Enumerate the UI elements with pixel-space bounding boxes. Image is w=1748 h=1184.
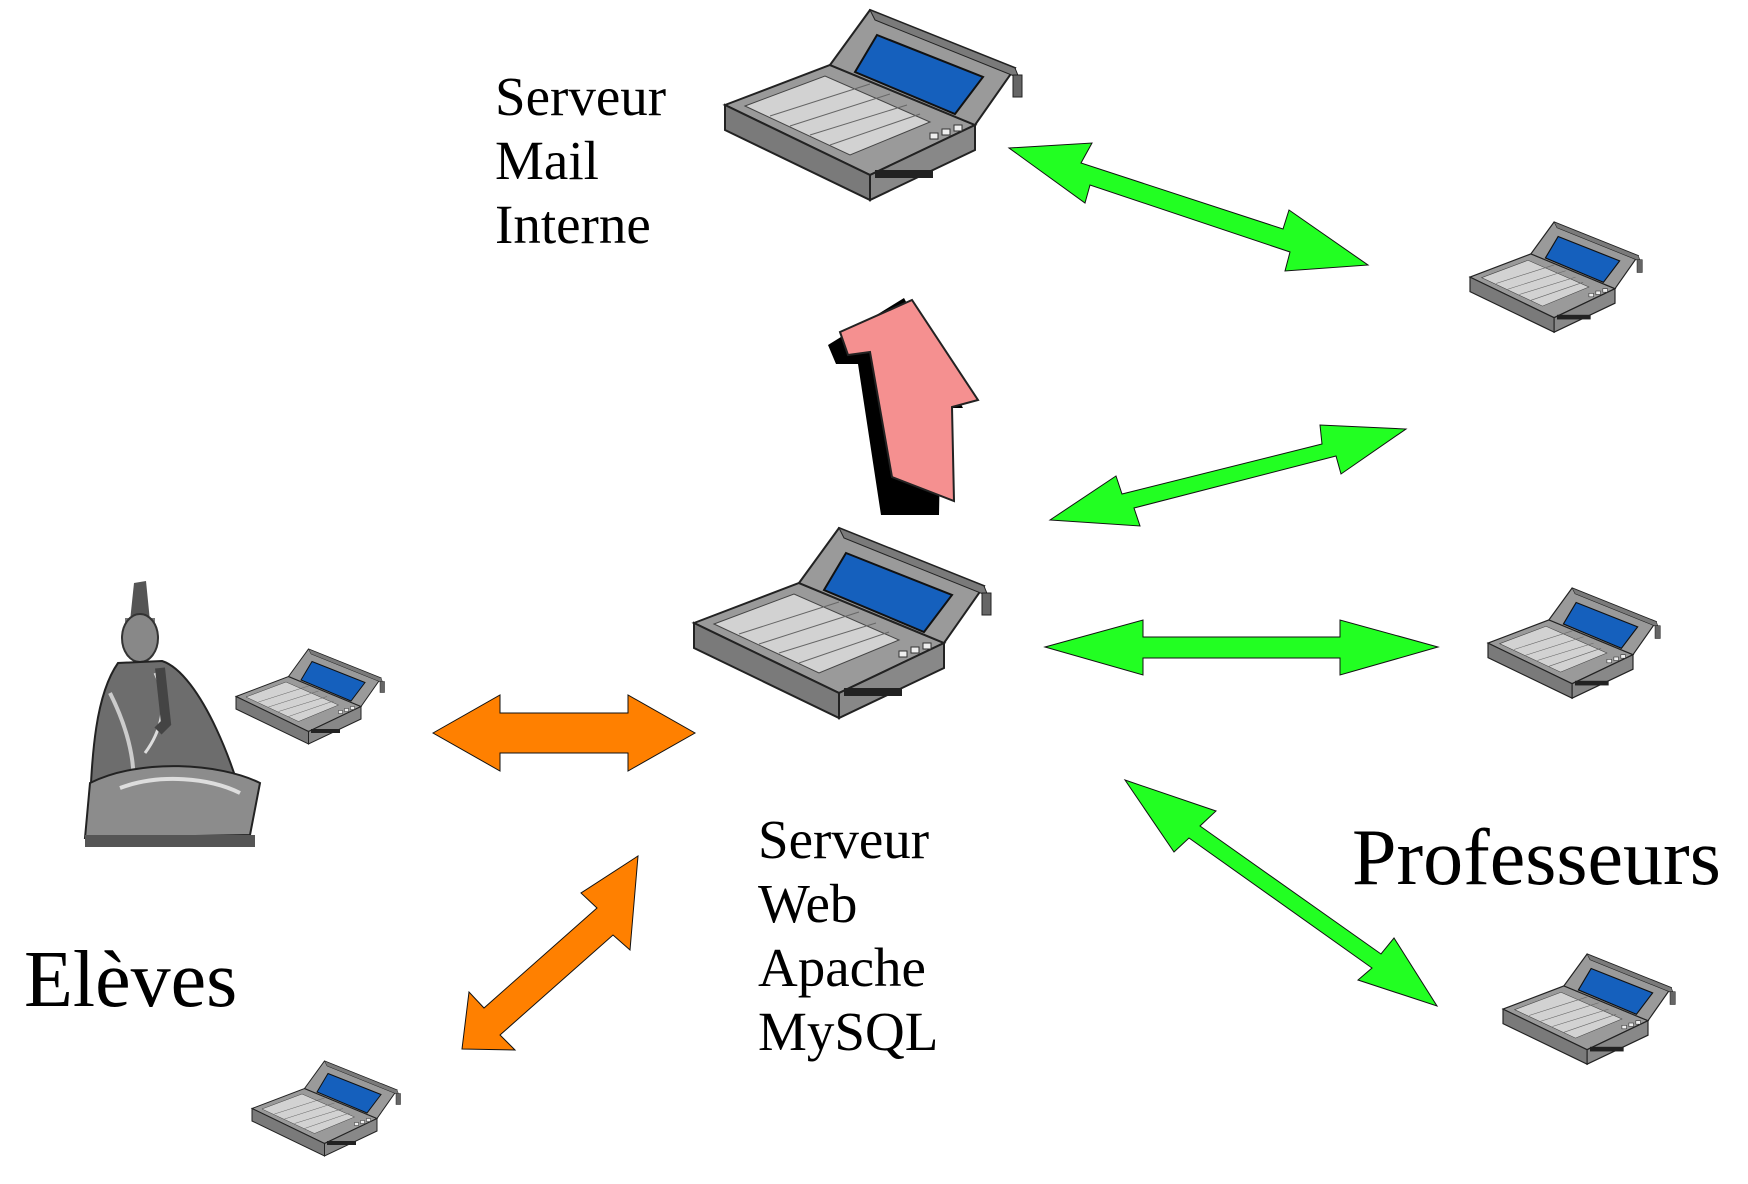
green-arrow-web-to-prof4 <box>1123 779 1439 1007</box>
laptop-icon-professor-2 <box>1487 587 1661 699</box>
green-arrow-mail-to-prof1 <box>1007 142 1370 272</box>
teachers-label: Professeurs <box>1352 814 1721 902</box>
green-arrow-web-to-prof2 <box>1048 424 1408 527</box>
laptop-icon-mail-server <box>724 9 1023 201</box>
orange-arrow-student1-to-web <box>431 694 697 772</box>
laptop-icon-web-server <box>693 527 992 719</box>
laptop-icon-student-2 <box>251 1060 401 1157</box>
laptop-icon-student-1 <box>235 648 385 745</box>
mail-server-label: Serveur Mail Interne <box>495 66 667 255</box>
orange-arrow-student2-to-web <box>461 855 639 1051</box>
students-label: Elèves <box>24 936 238 1024</box>
web-server-label: Serveur Web Apache MySQL <box>758 809 939 1062</box>
laptop-icon-professor-3 <box>1502 953 1676 1065</box>
pink-arrow-web-to-mail <box>838 298 980 503</box>
laptop-icon-professor-1 <box>1469 221 1643 333</box>
seated-statue-icon <box>85 581 260 847</box>
green-arrow-web-to-prof3 <box>1043 619 1440 676</box>
